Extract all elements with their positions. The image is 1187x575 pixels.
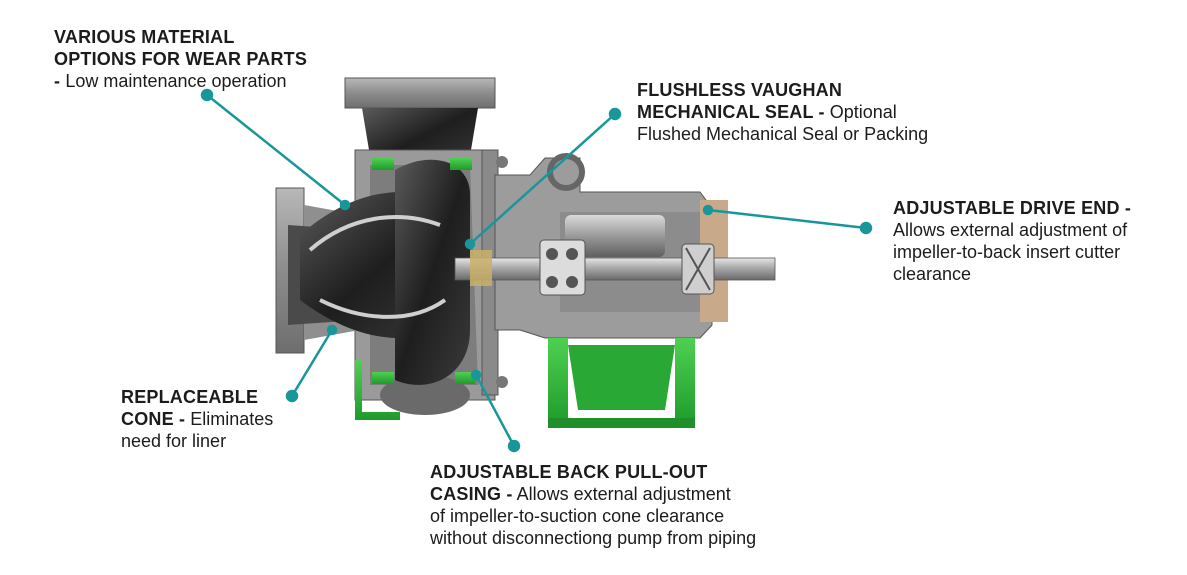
callout-drive-end: ADJUSTABLE DRIVE END - Allows external a…: [893, 197, 1131, 285]
callout-leaders: [200, 88, 873, 453]
callout-casing-title-line2: CASING -: [430, 484, 513, 504]
callout-seal-desc-line1: Optional: [829, 102, 897, 122]
callout-cone-title-line2: CONE -: [121, 409, 186, 429]
callout-casing-desc-line1: Allows external adjustment: [516, 484, 731, 504]
callout-cone-title-line1: REPLACEABLE: [121, 387, 259, 407]
callout-cone-desc-line2: need for liner: [121, 431, 227, 451]
callout-cone-desc-line1: Eliminates: [190, 409, 274, 429]
callout-material-desc: Low maintenance operation: [65, 71, 287, 91]
callout-material: VARIOUS MATERIAL OPTIONS FOR WEAR PARTS …: [54, 26, 307, 92]
callout-casing-desc-line3: without disconnectiong pump from piping: [430, 528, 757, 548]
callout-drive-title: ADJUSTABLE DRIVE END -: [893, 198, 1132, 218]
callout-casing: ADJUSTABLE BACK PULL-OUT CASING - Allows…: [430, 461, 756, 549]
callout-seal-desc-line2: Flushed Mechanical Seal or Packing: [637, 124, 929, 144]
callout-cone: REPLACEABLE CONE - Eliminates need for l…: [121, 386, 273, 452]
callout-material-dash: -: [54, 71, 66, 91]
callout-material-title-line1: VARIOUS MATERIAL: [54, 27, 235, 47]
impeller: [300, 159, 470, 385]
callout-drive-desc-line3: clearance: [893, 264, 972, 284]
green-pedestal: [548, 338, 695, 428]
callout-seal-title-line1: FLUSHLESS VAUGHAN: [637, 80, 843, 100]
callout-seal-title-line2: MECHANICAL SEAL -: [637, 102, 825, 122]
callout-material-title-line2: OPTIONS FOR WEAR PARTS: [54, 49, 308, 69]
bearings: [539, 239, 715, 296]
callout-casing-title-line1: ADJUSTABLE BACK PULL-OUT: [430, 462, 708, 482]
callout-drive-desc-line2: impeller-to-back insert cutter: [893, 242, 1121, 262]
callout-casing-desc-line2: of impeller-to-suction cone clearance: [430, 506, 725, 526]
callout-drive-desc-line1: Allows external adjustment of: [893, 220, 1128, 240]
green-casing-accents: [355, 158, 475, 420]
callout-seal: FLUSHLESS VAUGHAN MECHANICAL SEAL - Opti…: [637, 79, 928, 145]
